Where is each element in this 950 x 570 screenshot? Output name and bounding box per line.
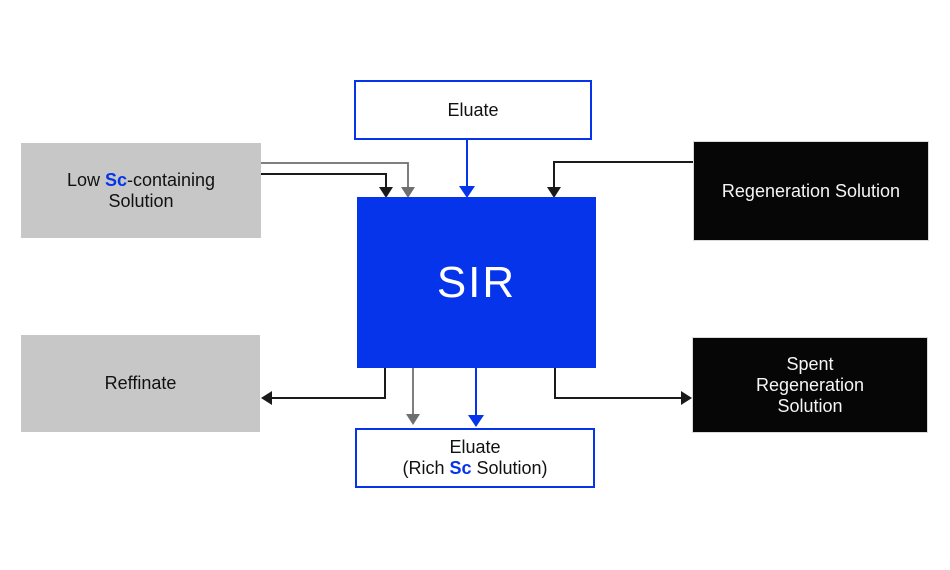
arrow-sir-to-spent [554, 368, 692, 405]
eluate-rich-line2: (Rich Sc Solution) [402, 458, 547, 479]
arrow-eluate-to-sir [459, 140, 475, 198]
low-sc-line1-pre: Low [66, 169, 105, 190]
arrow-sir-to-eluate-blue [468, 368, 484, 427]
eluate-input-label: Eluate [447, 99, 499, 120]
reffinate-box: Reffinate [21, 335, 260, 432]
low-sc-line1: Low Sc-containing [67, 170, 215, 191]
eluate-input-box: Eluate [354, 80, 592, 140]
eluate-rich-sc-box: Eluate (Rich Sc Solution) [355, 428, 595, 488]
eluate-rich-line2-post: Solution) [471, 458, 548, 478]
eluate-rich-sc-symbol: Sc [449, 458, 472, 478]
spent-line3: Solution [777, 395, 843, 416]
sir-center-box: SIR [357, 197, 596, 368]
arrow-sir-to-eluate-gray [406, 368, 420, 425]
eluate-rich-line1: Eluate [449, 437, 501, 457]
low-sc-line2: Solution [108, 190, 174, 211]
spent-line2: Regeneration [755, 374, 865, 395]
regeneration-solution-box: Regeneration Solution [693, 141, 929, 241]
reffinate-label: Reffinate [104, 373, 177, 393]
spent-line1: Spent [786, 353, 834, 374]
low-sc-solution-box: Low Sc-containing Solution [21, 143, 261, 238]
arrow-sir-to-reffinate [261, 368, 386, 405]
low-sc-line1-post: -containing [127, 169, 216, 190]
eluate-rich-line2-pre: (Rich [402, 458, 450, 478]
arrow-regeneration-to-sir [547, 161, 693, 198]
sir-label: SIR [436, 258, 517, 307]
spent-regeneration-solution-box: Spent Regeneration Solution [692, 337, 928, 433]
arrow-low-sc-to-sir-black [261, 173, 393, 198]
regeneration-solution-label: Regeneration Solution [721, 180, 901, 201]
low-sc-symbol: Sc [104, 169, 127, 190]
arrow-low-sc-to-sir-gray [261, 162, 415, 198]
